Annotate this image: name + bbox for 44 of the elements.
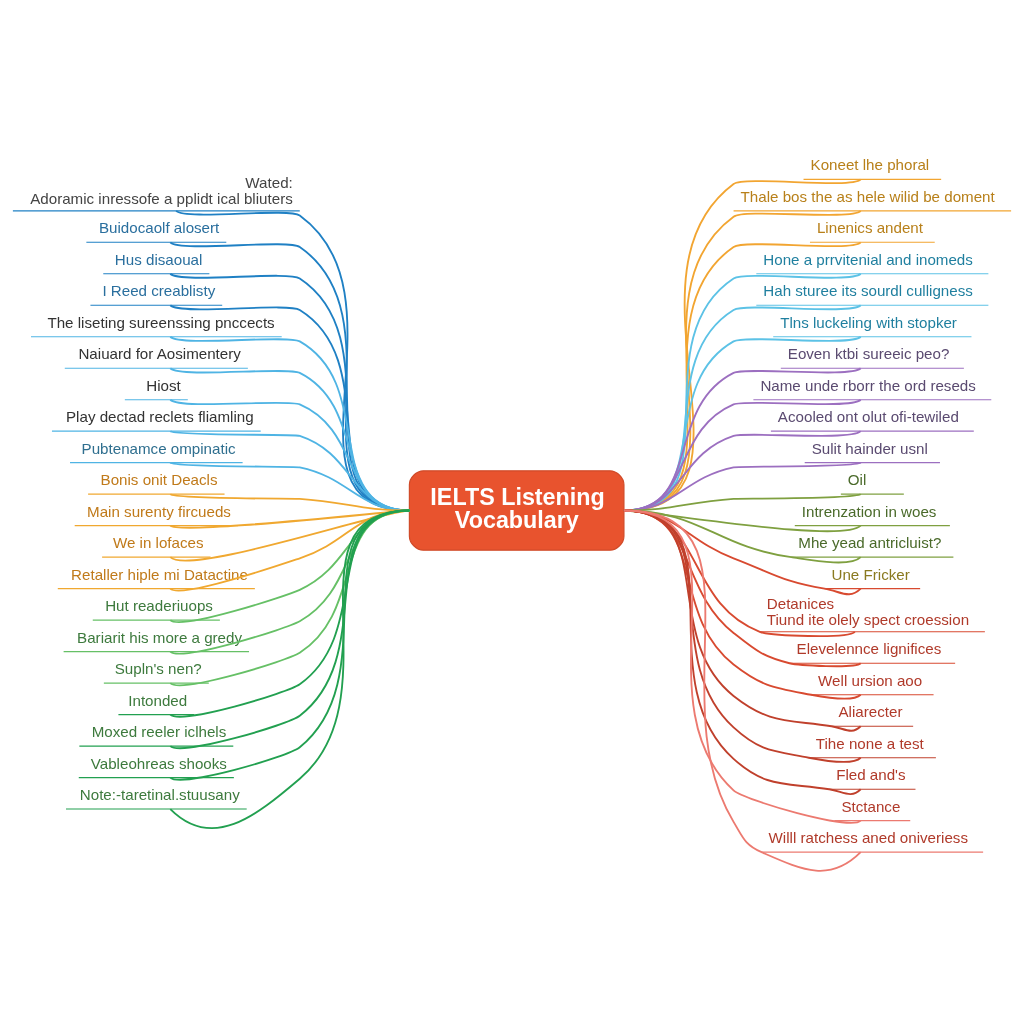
node-text: We in lofaces	[112, 533, 204, 551]
node-text: Hone a prrvitenial and inomeds	[763, 250, 973, 268]
node-text: Bonis onit Deacls	[100, 470, 218, 488]
node-text: Hut readeriuops	[105, 596, 213, 614]
node-text: Main surenty fircueds	[87, 502, 231, 520]
node-text: Play dectad reclets fliamling	[66, 407, 254, 425]
node-text: Buidocaolf alosert	[98, 218, 220, 236]
node-text: Eoven ktbi sureeic peo?	[787, 344, 950, 362]
node-text: Elevelennce lignifices	[796, 639, 942, 657]
node-text: Name unde rborr the ord reseds	[760, 376, 976, 394]
node-text: The liseting sureenssing pnccects	[47, 313, 275, 331]
node-text: Detanices Tiund ite olely spect croession	[766, 594, 970, 628]
node-text: Thale bos the as hele wilid be doment	[740, 187, 995, 205]
node-text: Sulit hainder usnl	[811, 439, 928, 457]
node-text: Acooled ont olut ofi-tewiled	[777, 407, 959, 425]
node-text: Vableohreas shooks	[90, 754, 227, 772]
node-box: IELTS Listening Vocabulary	[408, 469, 625, 551]
node-text: Une Fricker	[831, 565, 910, 583]
node-text: Hiost	[146, 376, 181, 394]
node-text: Mhe yead antricluist?	[798, 533, 942, 551]
node-text: Linenics andent	[816, 218, 924, 236]
node-text: Fled and's	[836, 765, 906, 783]
node-text: I Reed creablisty	[102, 281, 216, 299]
node-text: Stctance	[841, 797, 901, 815]
node-text: Naiuard for Aosimentery	[78, 344, 241, 362]
node-text: Retaller hiple mi Datactine	[71, 565, 248, 583]
node-text: Intonded	[128, 691, 188, 709]
connector	[169, 509, 411, 829]
node-text: Intrenzation in woes	[801, 502, 937, 520]
node-text: Wated: Adoramic inressofe a pplidt ical bliuters	[30, 173, 293, 207]
node-text: Oil	[847, 470, 867, 488]
node-text: Koneet lhe phoral	[810, 155, 930, 173]
node-text: Willl ratchess aned oniveriess	[768, 828, 968, 846]
node-text: Tihe none a test	[815, 734, 924, 752]
node-text: Note:-taretinal.stuusany	[79, 785, 240, 803]
node-text: Bariarit his more a gredy	[77, 628, 243, 646]
node-text: Supln's nen?	[114, 659, 202, 677]
node-text: Hah sturee its sourdl culligness	[763, 281, 973, 299]
node-text: Tlns luckeling with stopker	[780, 313, 957, 331]
node-text: Well ursion aoo	[818, 671, 923, 689]
node-text: Hus disaoual	[114, 250, 203, 268]
node-text: Aliarecter	[838, 702, 903, 720]
node-text: Pubtenamce ompinatic	[81, 439, 236, 457]
node-text: Moxed reeler iclhels	[91, 722, 227, 740]
